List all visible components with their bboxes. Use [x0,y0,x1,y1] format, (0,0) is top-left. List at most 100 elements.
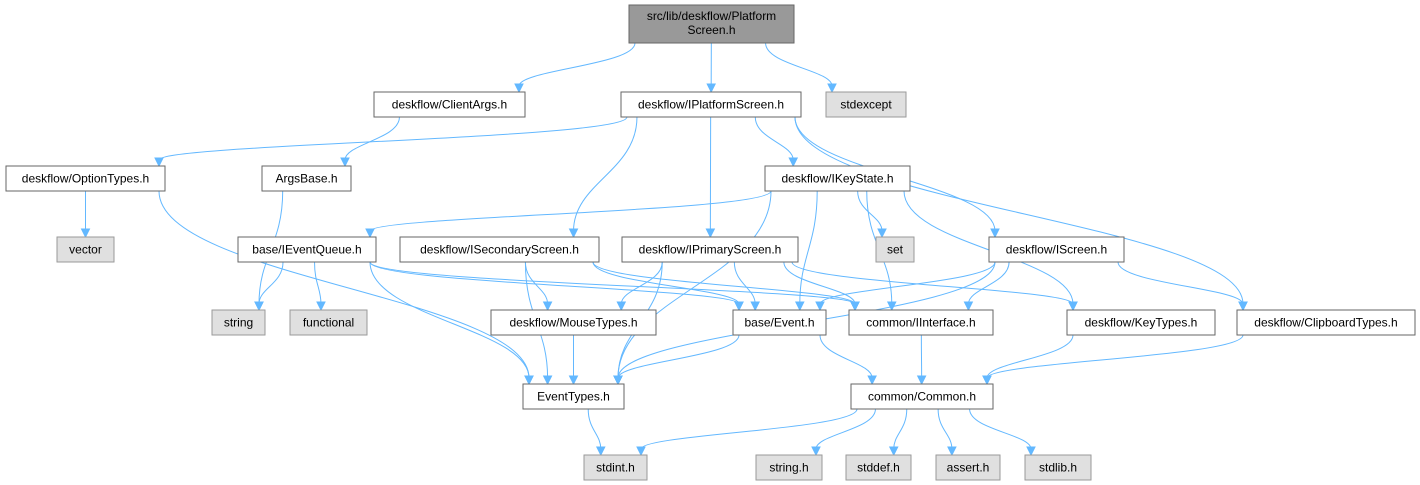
edge-iscreen-to-iinterface [963,261,1010,312]
edge-ieventqueue-to-functional [314,261,326,312]
node-ikeystate[interactable]: deskflow/IKeyState.h [764,165,911,192]
edge-mousetypes-to-eventtypes [568,335,579,386]
arrowhead [734,301,744,312]
node-label: common/Common.h [868,390,976,404]
node-box [845,454,912,481]
edge-clipboardtypes-to-common [982,334,1244,386]
node-set[interactable]: set [875,236,915,263]
node-label: deskflow/IKeyState.h [781,172,893,186]
node-label: EventTypes.h [537,390,610,404]
edge-root-to-stdexcept [765,42,837,94]
node-iinterface[interactable]: common/IInterface.h [848,309,994,336]
arrowhead [1026,446,1036,457]
arrowhead [595,446,606,457]
node-label: ArgsBase.h [275,172,337,186]
node-label: functional [303,316,354,330]
node-box [1066,309,1216,336]
node-stdlib[interactable]: stdlib.h [1024,454,1092,481]
arrowhead [990,228,1000,239]
arrowhead [947,446,957,457]
node-vector[interactable]: vector [56,236,115,263]
edge-iplatformscreen-to-iprimaryscreen [705,116,716,239]
arrowhead [794,301,805,312]
node-box [764,165,911,192]
node-box [490,309,657,336]
node-box [1024,454,1092,481]
node-label: stdexcept [840,98,892,112]
arrowhead [542,301,553,312]
arrowhead [514,83,524,94]
node-label: deskflow/IPlatformScreen.h [638,98,784,112]
node-label-line: Screen.h [687,23,735,37]
node-optiontypes[interactable]: deskflow/OptionTypes.h [5,165,166,192]
node-stdint[interactable]: stdint.h [583,454,648,481]
node-box [373,91,526,118]
node-eventtypes[interactable]: EventTypes.h [522,383,625,410]
node-stdexcept[interactable]: stdexcept [825,91,907,118]
edge-root-to-clientargs [514,42,636,94]
node-clipboardtypes[interactable]: deskflow/ClipboardTypes.h [1236,309,1416,336]
node-label: string [224,316,253,330]
edge-isecondaryscreen-to-mousetypes [524,261,553,312]
node-label: string.h [769,461,808,475]
arrowhead [877,228,887,239]
edge-iinterface-to-common [916,334,927,386]
edge-common-to-assert [937,408,957,457]
node-assert[interactable]: assert.h [935,454,1001,481]
node-iscreen[interactable]: deskflow/IScreen.h [988,236,1125,263]
node-common[interactable]: common/Common.h [850,383,994,410]
arrowhead [916,375,927,386]
arrowhead [636,446,646,457]
arrowhead [542,375,553,386]
node-box [620,91,802,118]
edge-clientargs-to-argsbase [340,116,400,168]
edge-ikeystate-to-set [857,190,887,239]
arrowhead [850,301,860,312]
node-ieventqueue[interactable]: base/IEventQueue.h [237,236,377,263]
node-label: deskflow/OptionTypes.h [22,172,149,186]
node-clientargs[interactable]: deskflow/ClientArgs.h [373,91,526,118]
arrowhead [254,301,264,312]
node-root[interactable]: src/lib/deskflow/PlatformScreen.h [628,4,795,44]
node-functional[interactable]: functional [289,309,368,336]
edge-iplatformscreen-to-ikeystate [754,116,799,168]
arrowhead [340,157,350,168]
edge-common-to-stddef [888,408,908,457]
node-mousetypes[interactable]: deskflow/MouseTypes.h [490,309,657,336]
arrowhead [888,446,899,457]
arrowhead [568,228,579,239]
node-box [875,236,915,263]
node-label: base/Event.h [744,316,814,330]
node-iprimaryscreen[interactable]: deskflow/IPrimaryScreen.h [621,236,799,263]
node-argsbase[interactable]: ArgsBase.h [261,165,352,192]
arrowhead [80,228,91,239]
node-box [621,236,799,263]
arrowhead [827,83,837,94]
node-box [850,383,994,410]
node-isecondaryscreen[interactable]: deskflow/ISecondaryScreen.h [399,236,600,263]
node-string[interactable]: string [211,309,266,336]
node-stddef[interactable]: stddef.h [845,454,912,481]
node-box [5,165,166,192]
edge-ieventqueue-to-string [254,261,284,312]
edge-common-to-stdlib [969,408,1036,457]
node-iplatformscreen[interactable]: deskflow/IPlatformScreen.h [620,91,802,118]
edge-iprimaryscreen-to-iinterface [783,261,860,312]
arrowhead [706,83,716,94]
arrowhead [705,228,716,239]
node-box [1236,309,1416,336]
edge-ikeystate-to-ieventqueue [365,190,772,239]
edge-iplatformscreen-to-clipboardtypes [794,116,1248,312]
edge-event-to-common [819,334,877,386]
node-stringh[interactable]: string.h [755,454,823,481]
node-box [211,309,266,336]
edge-iscreen-to-event [815,261,996,312]
node-event[interactable]: base/Event.h [732,309,827,336]
arrowhead [750,301,760,312]
arrowhead [982,375,992,386]
node-keytypes[interactable]: deskflow/KeyTypes.h [1066,309,1216,336]
edge-keytypes-to-common [982,334,1074,386]
arrowhead [524,375,534,386]
edge-event-to-eventtypes [613,334,740,386]
arrowhead [616,301,627,312]
